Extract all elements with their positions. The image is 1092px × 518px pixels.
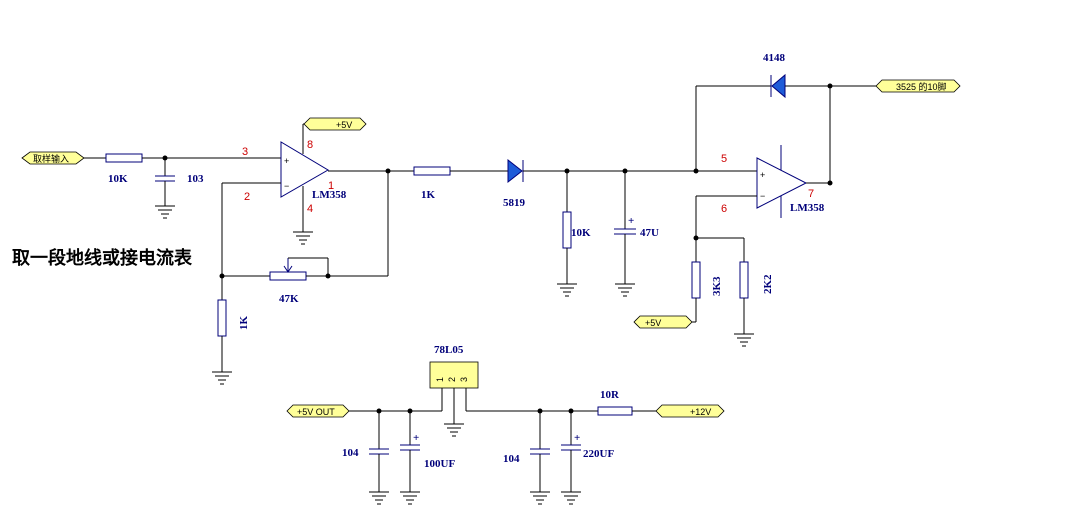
capacitor-220uf-label: 220UF [583, 448, 614, 460]
resistor-1k-gnd [217, 299, 227, 337]
resistor-10k [105, 153, 143, 163]
resistor-1k-gnd-label: 1K [238, 316, 250, 331]
opamp-2-minus-sign: − [760, 191, 765, 201]
ground-symbol [561, 491, 581, 505]
input-port-label: 取样输入 [33, 153, 69, 164]
capacitor-47u-polarity: + [628, 215, 634, 227]
opamp-1-pin-3: 3 [242, 146, 248, 158]
diode-5819 [507, 158, 524, 184]
capacitor-104-right-label: 104 [503, 453, 520, 465]
diode-4148-label: 4148 [763, 52, 786, 64]
opamp-1-pin-4: 4 [307, 203, 313, 215]
p5v-port-mid-label: +5V [645, 318, 661, 328]
capacitor-100uf-label: 100UF [424, 458, 455, 470]
resistor-2k2 [739, 261, 749, 299]
opamp-2: + − [756, 157, 808, 209]
ground-symbol [444, 423, 464, 437]
capacitor-103-label: 103 [187, 173, 204, 185]
opamp-1-minus-sign: − [284, 181, 289, 191]
capacitor-47u-label: 47U [640, 227, 659, 239]
ground-symbol [400, 491, 420, 505]
opamp-2-pin-7: 7 [808, 188, 814, 200]
opamp-1-label: LM358 [312, 189, 347, 201]
opamp-1-plus-sign: + [284, 156, 289, 166]
to-3525-port: 3525 的10脚 [875, 79, 961, 93]
p5v-port-mid: +5V [633, 315, 693, 329]
capacitor-104-left-label: 104 [342, 447, 359, 459]
resistor-3k3 [691, 261, 701, 299]
resistor-1k-series [413, 166, 451, 176]
ground-symbol [155, 205, 175, 219]
diode-4148 [770, 73, 786, 99]
resistor-10r [597, 406, 633, 416]
opamp-1-pin-1: 1 [328, 180, 334, 192]
p5v-out-port: +5V OUT [286, 404, 350, 418]
input-port: 取样输入 [21, 151, 85, 165]
ground-symbol [530, 491, 550, 505]
regulator-label: 78L05 [434, 344, 464, 356]
opamp-2-label: LM358 [790, 202, 825, 214]
potentiometer-47k-label: 47K [279, 293, 299, 305]
opamp-2-plus-sign: + [760, 170, 765, 180]
opamp-2-pin-5: 5 [721, 153, 727, 165]
p5v-out-port-label: +5V OUT [297, 407, 335, 417]
diode-5819-label: 5819 [503, 197, 526, 209]
p12v-port-label: +12V [690, 407, 711, 417]
p5v-port-top-label: +5V [336, 120, 352, 130]
ground-symbol [615, 283, 635, 297]
annotation-note: 取一段地线或接电流表 [12, 248, 192, 269]
capacitor-220uf-polarity: + [574, 432, 580, 444]
ground-symbol [369, 491, 389, 505]
ground-symbol [734, 333, 754, 347]
regulator-pin-2: 2 [447, 377, 457, 382]
to-3525-port-label: 3525 的10脚 [896, 81, 947, 92]
regulator-pin-3: 3 [459, 377, 469, 382]
ground-symbol [293, 231, 313, 245]
p12v-port: +12V [655, 404, 725, 418]
opamp-1-pin-2: 2 [244, 191, 250, 203]
resistor-3k3-label: 3K3 [711, 276, 723, 296]
resistor-1k-series-label: 1K [421, 189, 436, 201]
resistor-2k2-label: 2K2 [762, 274, 774, 294]
opamp-1: + − [280, 141, 329, 198]
opamp-2-pin-6: 6 [721, 203, 727, 215]
ground-symbol [212, 371, 232, 385]
ground-symbol [557, 283, 577, 297]
regulator-pin-1: 1 [435, 377, 445, 382]
regulator-78l05: 1 2 3 [429, 361, 479, 389]
resistor-10k-gnd-label: 10K [571, 227, 591, 239]
potentiometer-47k [269, 271, 307, 281]
p5v-port-top: +5V [303, 117, 367, 131]
resistor-10k-label: 10K [108, 173, 128, 185]
resistor-10r-label: 10R [600, 389, 620, 401]
capacitor-100uf-polarity: + [413, 432, 419, 444]
opamp-1-pin-8: 8 [307, 139, 313, 151]
resistor-10k-gnd [562, 211, 572, 249]
